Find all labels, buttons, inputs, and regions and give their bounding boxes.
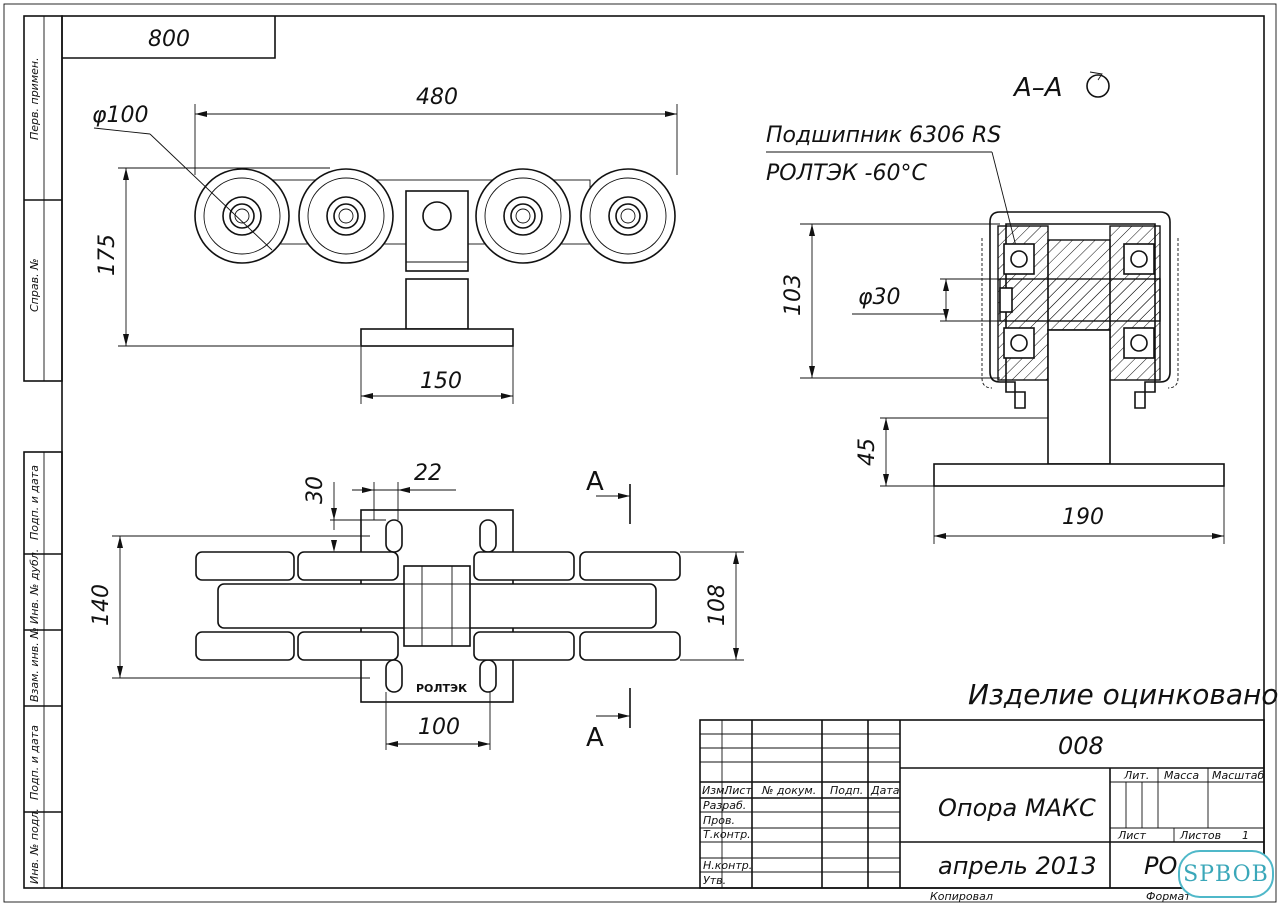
wheel-3 [475, 168, 571, 264]
dim-45: 45 [855, 438, 880, 466]
note-galvanized: Изделие оцинковано [968, 678, 1278, 711]
brand-label: РОЛТЭК [416, 682, 467, 695]
dim-shaft-dia: φ30 [858, 285, 901, 310]
side-label-0: Перв. примен. [28, 57, 41, 140]
tb-mass: Масса [1164, 769, 1199, 782]
tb-sheets: Листов [1179, 829, 1221, 842]
top-stamp-box [62, 16, 276, 59]
side-label-4: Взам. инв. № [28, 627, 41, 702]
tb-col-date: Дата [870, 784, 900, 797]
side-label-2: Подп. и дата [28, 465, 41, 540]
section-post [1047, 329, 1111, 465]
wheel-1 [194, 168, 290, 264]
wheel-4 [580, 168, 676, 264]
watermark-text: SPBOB [1183, 861, 1269, 887]
tb-row-tkontr: Т.контр. [703, 828, 751, 841]
cut-label-bottom: А [586, 723, 604, 753]
tb-row-razrab: Разраб. [703, 799, 746, 812]
outer-frame [3, 3, 1277, 903]
tb-row-utv: Утв. [703, 874, 726, 887]
tb-date: апрель 2013 [938, 852, 1097, 880]
side-label-3: Инв. № дубл. [28, 549, 41, 624]
tb-sheet: Лист [1117, 829, 1146, 842]
tb-name: Опора МАКС [938, 794, 1096, 822]
tb-format: Формат [1146, 890, 1191, 903]
section-title: А–А [1012, 73, 1063, 103]
tb-col-doc: № докум. [761, 784, 816, 797]
rail-profile [989, 211, 1171, 409]
bearing-label-2: РОЛТЭК -60°С [766, 161, 927, 186]
dim-100: 100 [418, 715, 460, 740]
dim-480: 480 [416, 85, 458, 110]
shaft [999, 278, 1161, 322]
top-stamp-text: 800 [148, 27, 190, 52]
base-plate [360, 328, 514, 347]
section-base [933, 463, 1225, 487]
top-view: 480 175 φ100 150 [92, 85, 678, 404]
dim-140: 140 [89, 584, 114, 626]
bearing-label-1: Подшипник 6306 RS [766, 123, 1001, 148]
cut-label-top: А [586, 467, 604, 497]
dim-175: 175 [95, 234, 120, 276]
tb-lit: Лит. [1123, 769, 1149, 782]
tb-doc: РО [1144, 852, 1177, 880]
tb-code: 008 [1058, 732, 1104, 760]
title-block: Изм. Лист № докум. Подп. Дата Разраб. Пр… [699, 719, 1265, 903]
wheel-2 [298, 168, 394, 264]
dim-103: 103 [781, 274, 806, 316]
section-view: А–А Подшипник 6306 RS РОЛТЭК -60°С [766, 71, 1225, 544]
tb-scale: Масштаб [1212, 769, 1264, 782]
tb-row-prov: Пров. [703, 814, 735, 827]
dim-150: 150 [420, 369, 462, 394]
tb-col-sign: Подп. [830, 784, 863, 797]
left-side-strip: Перв. примен. Справ. № Подп. и дата Инв.… [23, 15, 63, 889]
dim-190: 190 [1062, 505, 1104, 530]
tb-col-izm: Изм. [702, 784, 728, 797]
side-label-6: Инв. № подл. [28, 808, 41, 884]
tb-row-nkontr: Н.контр. [703, 859, 752, 872]
bottom-view: РОЛТЭК 30 22 140 108 100 [89, 461, 744, 753]
dim-108: 108 [705, 584, 730, 626]
tb-col-list: Лист [723, 784, 752, 797]
side-label-5: Подп. и дата [28, 725, 41, 800]
side-label-1: Справ. № [28, 258, 41, 312]
center-block [405, 190, 469, 272]
center-post [405, 278, 469, 330]
watermark-badge: SPBOB [1178, 850, 1274, 898]
tb-sheets-count: 1 [1242, 829, 1249, 842]
tb-copied: Копировал [930, 890, 993, 903]
dim-22: 22 [414, 461, 442, 486]
dim-30: 30 [303, 476, 328, 504]
dim-wheel-dia: φ100 [92, 103, 149, 128]
